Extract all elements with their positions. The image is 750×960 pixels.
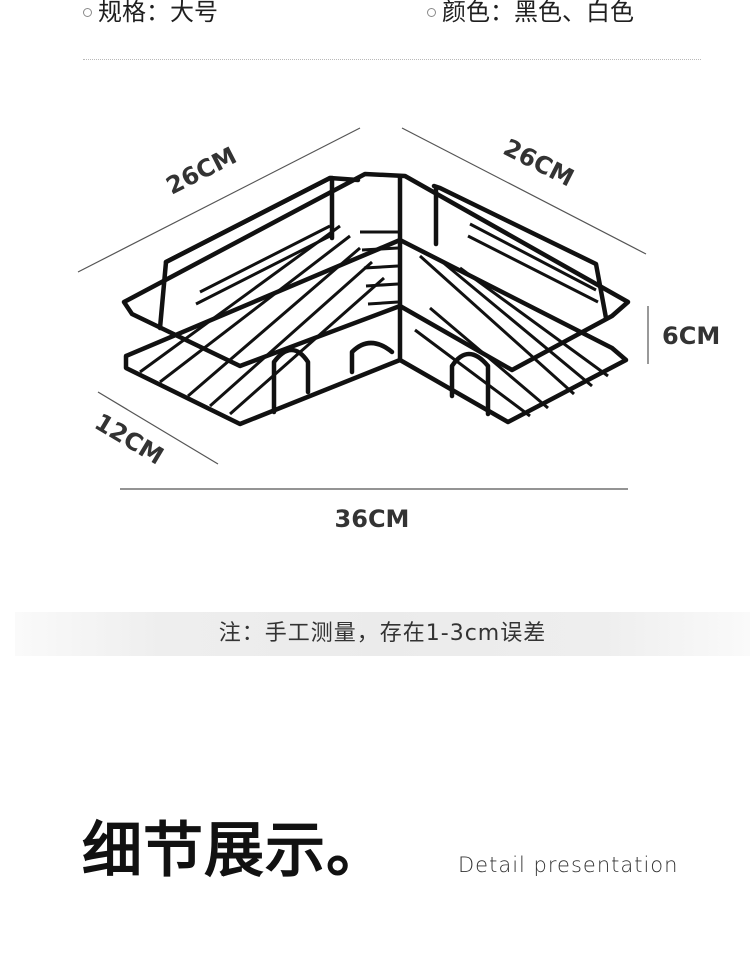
shelf-center-hook — [349, 340, 395, 375]
dimension-lines — [77, 127, 649, 490]
dimension-diagram: 26CM 26CM 6CM 12CM 36CM — [77, 127, 720, 533]
spec-size-label: 规格：大号 — [98, 0, 218, 26]
dim-label-width: 36CM — [335, 505, 410, 533]
divider — [83, 59, 701, 60]
corner-shelf-image — [121, 171, 631, 427]
dim-label-right-depth: 26CM — [499, 133, 578, 192]
spec-color: 颜色：黑色、白色 — [427, 0, 634, 28]
dim-label-front-depth: 12CM — [90, 408, 169, 471]
dim-line-left-depth — [77, 127, 361, 273]
shelf-left-upper-rail — [163, 175, 333, 265]
detail-subtitle: Detail presentation — [458, 853, 679, 877]
spec-color-label: 颜色：黑色、白色 — [442, 0, 634, 26]
spec-size: 规格：大号 — [83, 0, 218, 28]
detail-title: 细节展示。 — [82, 816, 387, 886]
shelf-wires — [139, 222, 609, 418]
note-band: 注：手工测量，存在1-3cm误差 — [15, 612, 750, 656]
shelf-top-rim — [121, 171, 631, 373]
bullet-circle-icon — [427, 8, 436, 17]
dim-label-left-depth: 26CM — [162, 141, 241, 200]
bullet-circle-icon — [83, 8, 92, 17]
dim-line-right-depth — [401, 127, 647, 255]
spec-row: 规格：大号 颜色：黑色、白色 — [0, 0, 750, 40]
shelf-right-hook — [449, 351, 491, 417]
shelf-left-hook — [271, 347, 311, 415]
dim-label-height: 6CM — [662, 322, 720, 350]
measurement-note: 注：手工测量，存在1-3cm误差 — [218, 621, 547, 646]
dim-line-front-depth — [97, 391, 219, 465]
